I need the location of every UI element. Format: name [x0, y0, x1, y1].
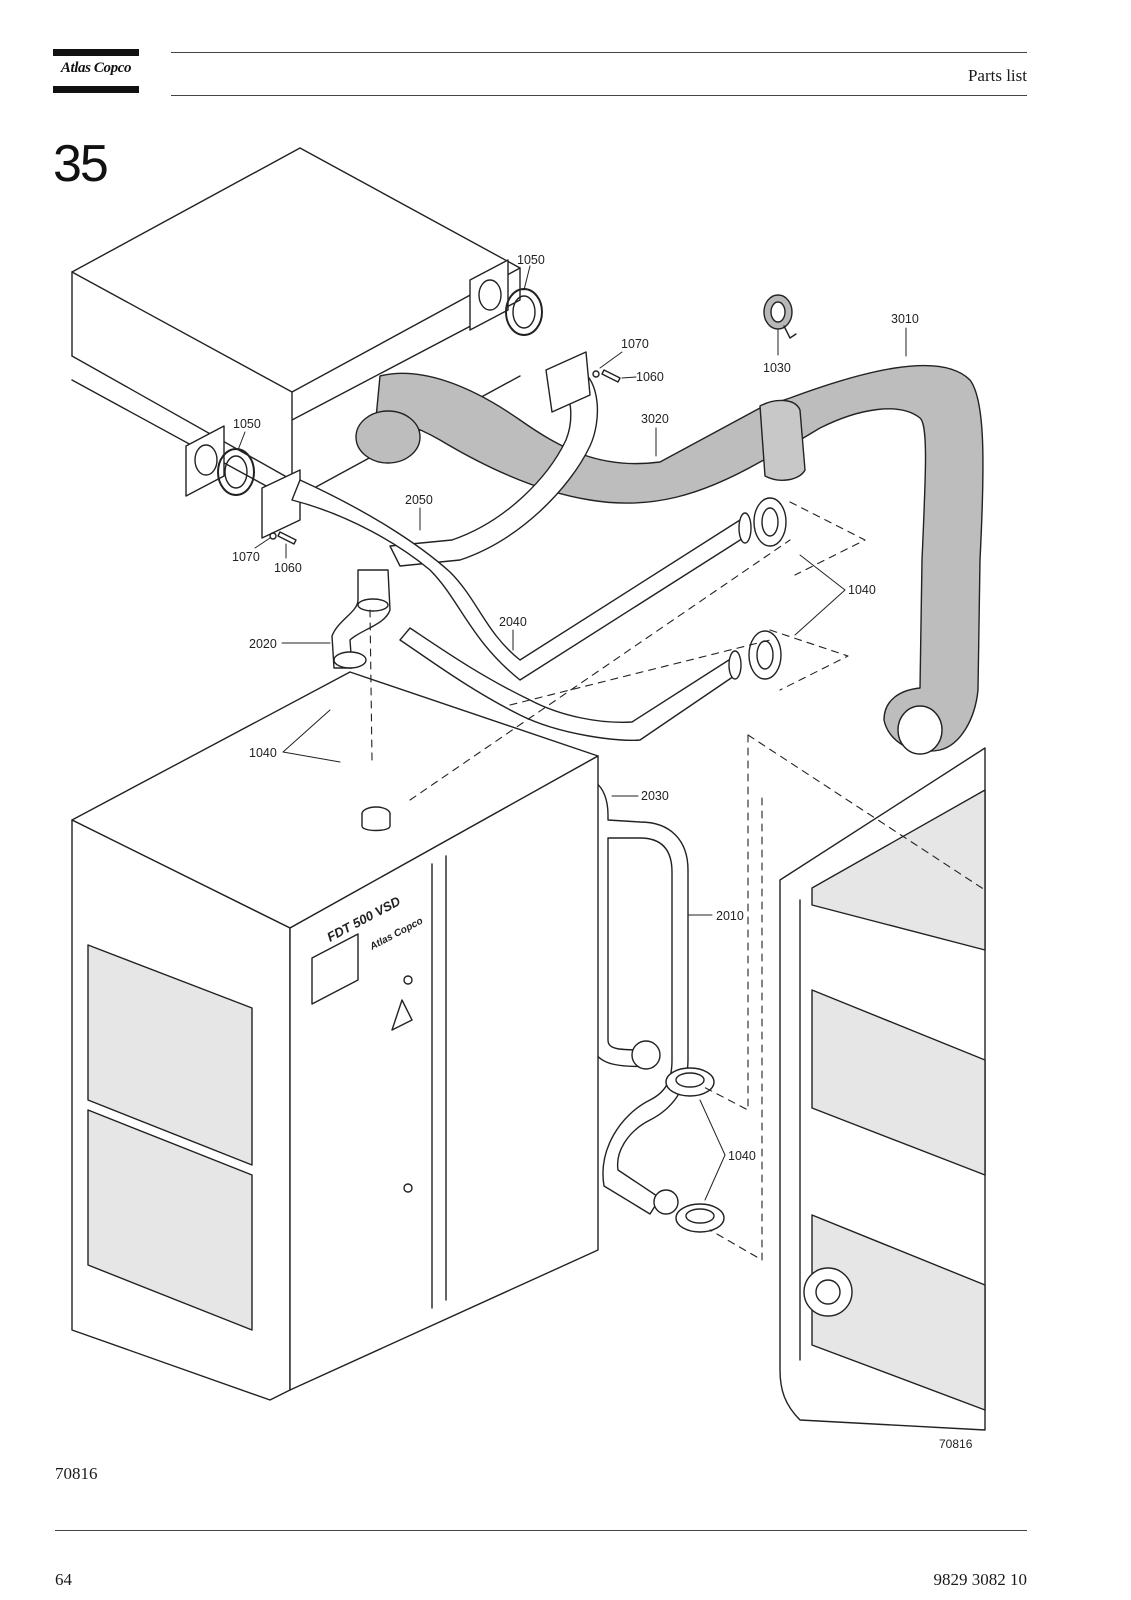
pipe-2030	[399, 627, 742, 742]
footer-rule	[55, 1530, 1027, 1531]
logo-bar-bottom	[53, 86, 139, 93]
insulation-1030	[763, 294, 797, 339]
callout-1050-lower: 1050	[233, 417, 261, 431]
callout-1040-lower: 1040	[728, 1149, 756, 1163]
exploded-parts-drawing: FDT 500 VSD Atlas Copco 1050 1050 1070 1…	[71, 147, 986, 1451]
callout-3020: 3020	[641, 412, 669, 426]
callout-1070-upper: 1070	[621, 337, 649, 351]
callout-2030: 2030	[641, 789, 669, 803]
clamp-1040-b	[748, 630, 782, 680]
insulated-pipe-3010-3020	[355, 364, 984, 755]
clamp-1040-e	[665, 1067, 715, 1097]
callout-1040-right: 1040	[848, 583, 876, 597]
gasket-1050-upper	[505, 288, 543, 336]
gasket-1050-lower	[217, 448, 255, 496]
callout-2010: 2010	[716, 909, 744, 923]
page-number: 64	[55, 1570, 72, 1589]
pipe-2020	[331, 569, 391, 669]
callout-3010: 3010	[891, 312, 919, 326]
callout-1050-upper: 1050	[517, 253, 545, 267]
callout-1040-left: 1040	[249, 746, 277, 760]
figure-reference: 70816	[55, 1464, 98, 1483]
header-title: Parts list	[967, 66, 1027, 85]
section-number: 35	[53, 135, 109, 193]
callout-1060-lower: 1060	[274, 561, 302, 575]
callout-2040: 2040	[499, 615, 527, 629]
callout-1030: 1030	[763, 361, 791, 375]
heat-exchanger	[71, 147, 521, 501]
bolt-1060-upper	[592, 369, 621, 383]
header-rule-bottom	[171, 95, 1027, 96]
dryer-cabinet	[71, 671, 599, 1401]
callout-2050: 2050	[405, 493, 433, 507]
callout-2020: 2020	[249, 637, 277, 651]
callout-leader-lines	[237, 265, 907, 1201]
header-rule-top	[171, 52, 1027, 53]
pipe-2040	[261, 469, 752, 681]
cooler-cabinet	[779, 747, 986, 1431]
callout-1070-lower: 1070	[232, 550, 260, 564]
bolt-1060-lower	[269, 531, 297, 545]
callout-1060-upper: 1060	[636, 370, 664, 384]
clamp-1040-f	[675, 1203, 725, 1233]
document-number: 9829 3082 10	[933, 1570, 1028, 1589]
clamp-1040-a	[753, 497, 787, 547]
assembly-guide-lines	[369, 501, 986, 1261]
atlas-copco-logo: Atlas Copco	[53, 49, 139, 93]
logo-bar-top	[53, 49, 139, 56]
drawing-figure-ref: 70816	[939, 1437, 973, 1451]
logo-wordmark: Atlas Copco	[60, 60, 132, 76]
